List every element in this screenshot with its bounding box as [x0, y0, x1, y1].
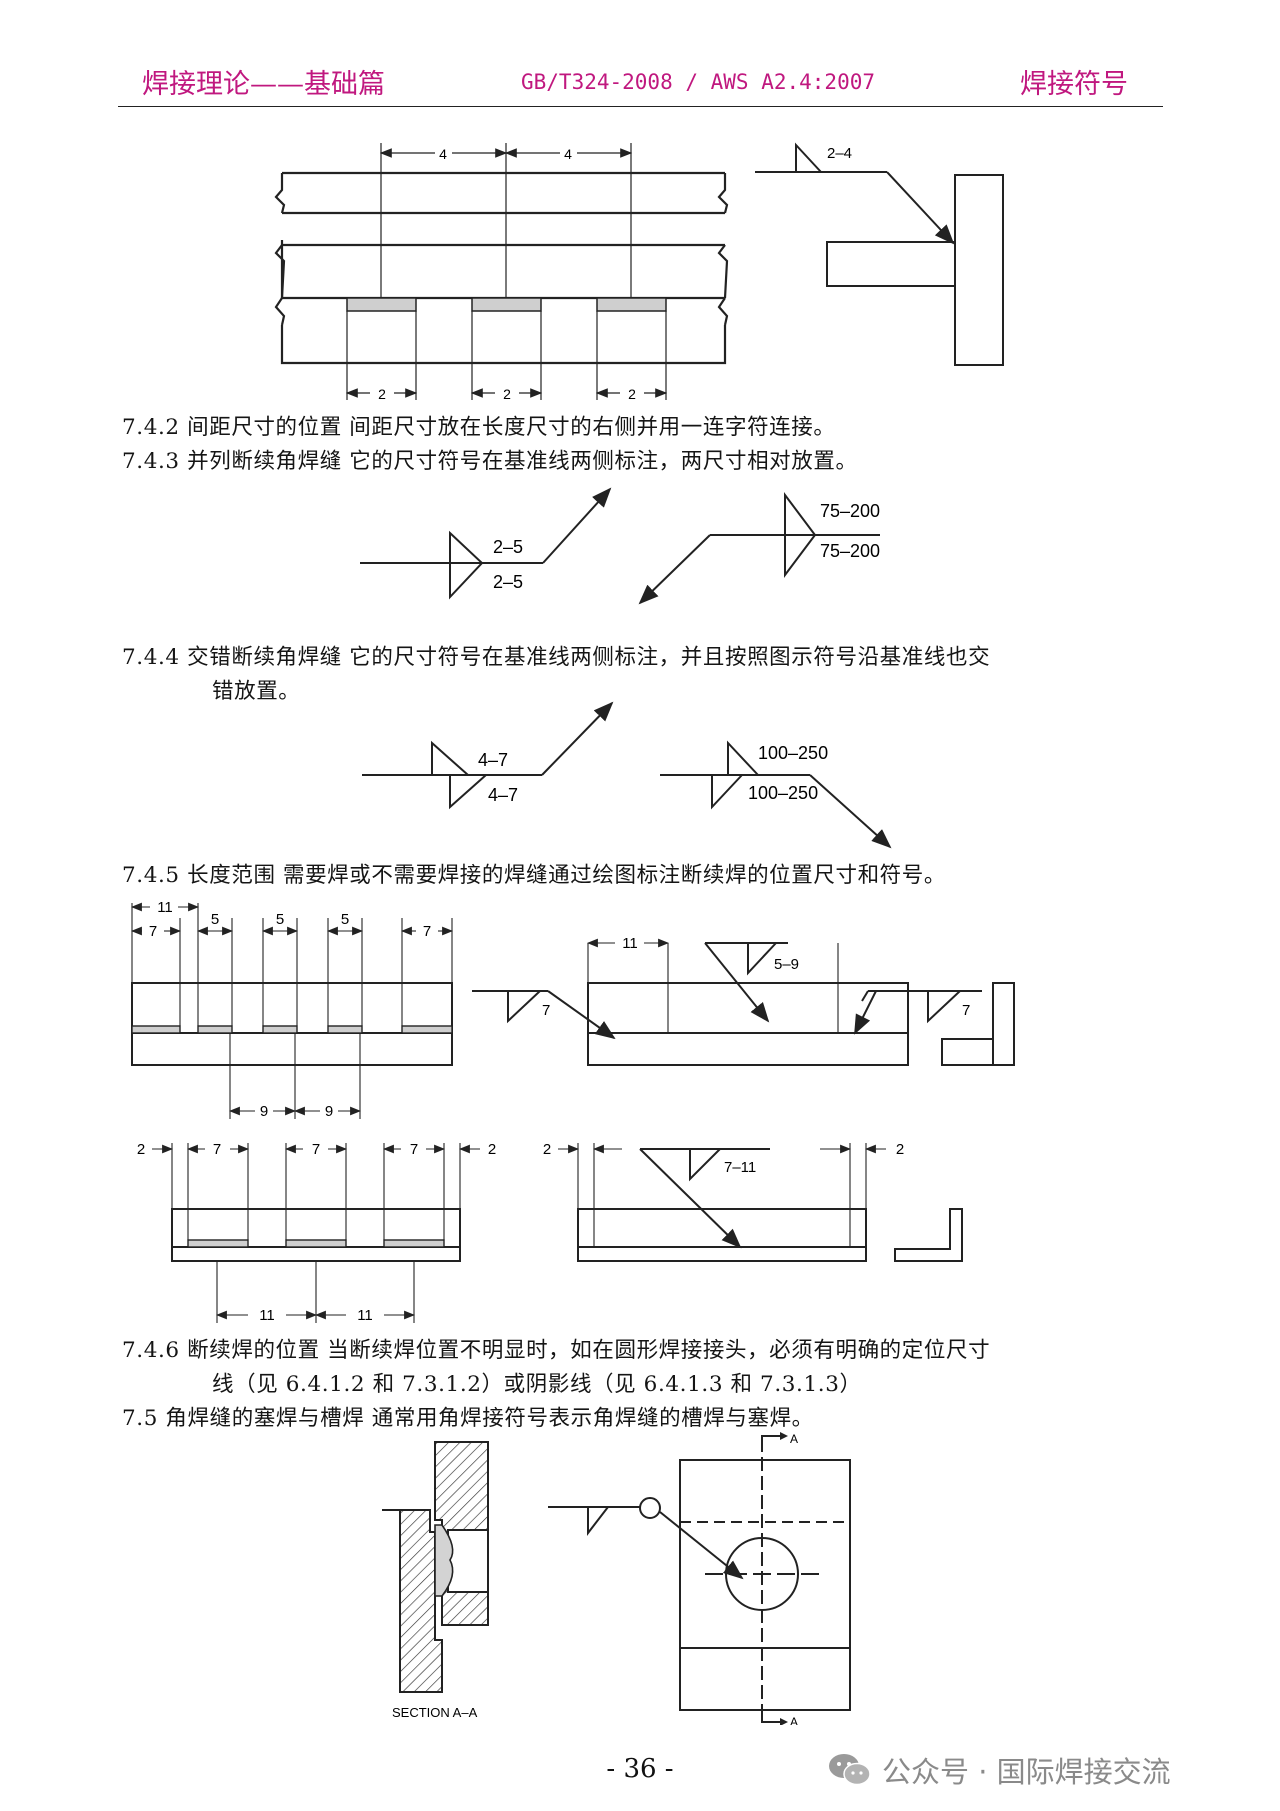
para-7-4-4: 7.4.4 交错断续角焊缝 它的尺寸符号在基准线两侧标注，并且按照图示符号沿基准…	[122, 645, 991, 670]
dim-length-1: 2	[378, 386, 386, 402]
figure-extent-row-1: 11 7 5 5 5 7 9 9 7 11 5–9 7	[130, 899, 1015, 1120]
extent2-right-symbol: 7–11	[724, 1159, 756, 1176]
watermark-text: 公众号 · 国际焊接交流	[882, 1755, 1171, 1789]
para-7-4-3: 7.4.3 并列断续角焊缝 它的尺寸符号在基准线两侧标注，两尺寸相对放置。	[122, 449, 858, 474]
chain-left-other-side: 2–5	[493, 572, 523, 592]
extent2-dim-2-right: 2	[488, 1141, 496, 1158]
para-7-4-6: 7.4.6 断续焊的位置 当断续焊位置不明显时，如在圆形焊接接头，必须有明确的定…	[122, 1338, 991, 1363]
figure-staggered-intermittent-fillet: 4–7 4–7 100–250 100–250	[362, 701, 892, 849]
dim-length-2: 2	[503, 386, 511, 402]
section-mark-top: A	[790, 1432, 798, 1446]
extent2-dim-2-left: 2	[137, 1141, 145, 1158]
extent-symbol-left: 7	[542, 1002, 550, 1019]
weld-symbol-length-pitch: 2–4	[827, 145, 852, 162]
figure-extent-row-2: 2 7 7 7 2 11 11 2 7–11 2	[137, 1141, 963, 1324]
dim-pitch-1: 4	[439, 146, 447, 162]
extent2-right-dim-2-right: 2	[896, 1141, 904, 1158]
wechat-icon	[829, 1754, 871, 1786]
staggered-left-arrow-side: 4–7	[478, 750, 508, 770]
extent-dim-7-end: 7	[423, 923, 431, 940]
extent-dim-7-start: 7	[149, 923, 157, 940]
extent2-dim-11-a: 11	[259, 1307, 275, 1324]
extent2-dim-7-b: 7	[312, 1141, 320, 1158]
extent2-right-dim-2-left: 2	[543, 1141, 551, 1158]
extent-dim-11: 11	[157, 899, 173, 916]
chain-left-arrow-side: 2–5	[493, 537, 523, 557]
para-7-5: 7.5 角焊缝的塞焊与槽焊 通常用角焊接符号表示角焊缝的槽焊与塞焊。	[122, 1406, 814, 1431]
page-number: - 36 -	[606, 1754, 674, 1784]
extent-dim-5-c: 5	[341, 911, 349, 928]
header-book-title: 焊接理论——基础篇	[142, 69, 385, 100]
para-7-4-5: 7.4.5 长度范围 需要焊或不需要焊接的焊缝通过绘图标注断续焊的位置尺寸和符号…	[122, 863, 946, 888]
staggered-right-arrow-side: 100–250	[758, 743, 828, 763]
section-label: SECTION A–A	[392, 1705, 478, 1720]
dim-pitch-2: 4	[564, 146, 572, 162]
header-rule	[118, 106, 1163, 107]
extent-dim-11-right: 11	[622, 935, 638, 952]
extent-dim-5-a: 5	[211, 911, 219, 928]
figure-intermittent-weld-pitch: 4 4 2 2 2 2–4	[274, 142, 1004, 402]
extent2-dim-7-c: 7	[410, 1141, 418, 1158]
para-7-4-6-cont: 线（见 6.4.1.2 和 7.3.1.2）或阴影线（见 6.4.1.3 和 7…	[212, 1372, 862, 1397]
staggered-right-other-side: 100–250	[748, 783, 818, 803]
header-standard: GB/T324-2008 / AWS A2.4:2007	[521, 70, 876, 94]
extent-dim-9-a: 9	[260, 1103, 268, 1120]
figure-fillet-in-hole: SECTION A–A A A	[382, 1432, 851, 1725]
section-mark-bottom: A	[790, 1715, 798, 1725]
extent-symbol-mid: 5–9	[774, 956, 799, 973]
watermark: 公众号 · 国际焊接交流	[828, 1748, 1171, 1792]
staggered-left-other-side: 4–7	[488, 785, 518, 805]
para-7-4-2: 7.4.2 间距尺寸的位置 间距尺寸放在长度尺寸的右侧并用一连字符连接。	[122, 415, 836, 440]
extent2-dim-7-a: 7	[213, 1141, 221, 1158]
extent-symbol-right: 7	[962, 1002, 970, 1019]
extent2-dim-11-b: 11	[357, 1307, 373, 1324]
header-section-title: 焊接符号	[1020, 69, 1128, 100]
dim-length-3: 2	[628, 386, 636, 402]
para-7-4-4-cont: 错放置。	[212, 679, 301, 704]
chain-right-other-side: 75–200	[820, 541, 880, 561]
extent-dim-5-b: 5	[276, 911, 284, 928]
extent-dim-9-b: 9	[325, 1103, 333, 1120]
chain-right-arrow-side: 75–200	[820, 501, 880, 521]
figure-chain-intermittent-fillet: 2–5 2–5 75–200 75–200	[360, 487, 880, 605]
